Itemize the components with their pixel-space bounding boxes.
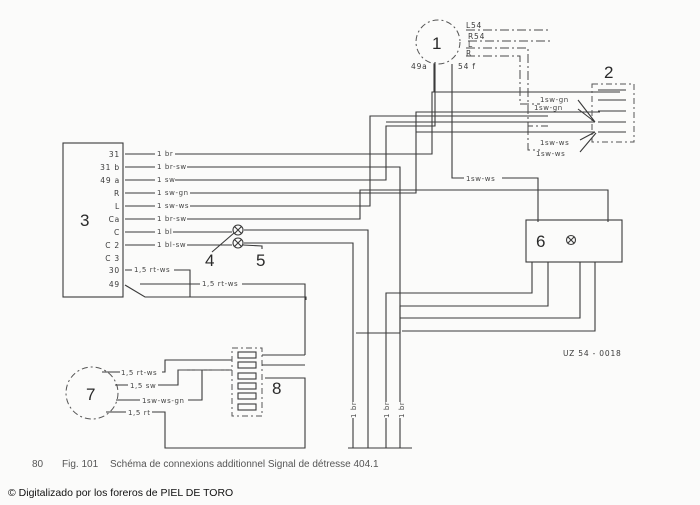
wire-sw-ws-dashed [527, 126, 540, 151]
wire-31 [125, 91, 620, 155]
wire-label-7-b: 1,5 sw [130, 382, 156, 390]
pin-ca: Ca [109, 215, 120, 224]
terminal-r: R [466, 49, 472, 58]
wire-label-2-c: 1sw-ws [540, 139, 569, 147]
component-3-wires [124, 62, 620, 448]
wire-l [125, 115, 548, 207]
wire-label-ca: 1 br-sw [157, 215, 187, 223]
component-2-leads [577, 99, 597, 153]
wire-31b [125, 166, 401, 334]
component-7-circle [65, 366, 119, 420]
wire-label-31: 1 br [157, 150, 173, 158]
component-7-wire-labels: 1,5 rt-ws 1,5 sw 1sw-ws-gn 1,5 rt [120, 367, 188, 417]
wire-49-a [124, 284, 307, 300]
component-1-number: 1 [432, 34, 441, 53]
wire-6-out-4 [402, 262, 596, 332]
figure-title: Schéma de connexions additionnel Signal … [110, 459, 379, 470]
wire-49 [140, 283, 306, 355]
pin-c: C [114, 228, 120, 237]
wire-label-2-d: 1sw-ws [536, 150, 565, 158]
wire-lamp5-out [244, 242, 354, 448]
wire-lamp4-out [244, 229, 369, 448]
component-6: 6 [525, 219, 623, 263]
terminal-r54: R54 [468, 32, 485, 41]
wire-r [125, 111, 600, 194]
wire-6-out-2 [399, 262, 549, 448]
component-1-circle [415, 19, 461, 65]
component-6-lamp-icon [567, 236, 575, 244]
wire-label-7-d: 1,5 rt [128, 409, 151, 417]
pin-31b: 31 b [100, 163, 120, 172]
pin-49: 49 [109, 280, 120, 289]
lamp-5: 5 [232, 237, 265, 270]
component-8: 8 [231, 347, 281, 417]
pin-l: L [115, 202, 120, 211]
page-number: 80 [32, 459, 44, 470]
wire-6-out-3 [400, 262, 581, 319]
component-2-number: 2 [604, 63, 613, 82]
wire-label-7-a: 1,5 rt-ws [121, 369, 157, 377]
component-6-number: 6 [536, 232, 545, 251]
pin-c3: C 3 [105, 254, 120, 263]
pin-30: 30 [109, 266, 120, 275]
wire-label-6-input: 1sw-ws [466, 175, 495, 183]
wire-6-out-1 [385, 262, 533, 448]
ground-label-3: 1 br [398, 402, 406, 418]
component-2: 2 [591, 63, 635, 143]
wire-54f [451, 64, 539, 222]
component-6-box [525, 219, 623, 263]
wire-label-c2: 1 bl-sw [157, 241, 186, 249]
figure-label: Fig. 101 [62, 459, 99, 470]
pin-c2: C 2 [105, 241, 120, 250]
lamp-4: 4 [205, 224, 244, 270]
ground-label-2: 1 br [383, 402, 391, 418]
wires-to-component-2 [386, 121, 595, 133]
wire-label-c: 1 bl [157, 228, 172, 236]
wire-r-dashed [466, 55, 540, 105]
ground-label-1: 1 br [350, 402, 358, 418]
component-3-box [62, 142, 124, 298]
wire-49a [125, 62, 436, 181]
terminal-49a: 49a [411, 62, 428, 71]
wire-label-49a: 1 sw [157, 176, 175, 184]
wire-l-dashed [466, 47, 548, 127]
wire-ca [125, 189, 609, 222]
terminal-l54: L54 [466, 21, 482, 30]
component-3-wire-labels: 1 br 1 br-sw 1 sw 1 sw-gn 1 sw-ws 1 br-s… [132, 148, 242, 288]
ground-wire-labels: 1 br 1 br 1 br [348, 402, 406, 418]
pin-31: 31 [109, 150, 120, 159]
wire-7-d [106, 377, 306, 449]
wire-label-31b: 1 br-sw [157, 163, 187, 171]
lamp-4-leader [211, 232, 235, 253]
component-8-box [231, 347, 263, 417]
terminal-54f: 54 f [458, 62, 476, 71]
reference-code: UZ 54 - 0018 [563, 349, 622, 358]
wire-label-l: 1 sw-ws [157, 202, 189, 210]
component-2-wire-labels: 1sw-gn 1sw-gn 1sw-ws 1sw-ws [534, 96, 569, 158]
component-4-number: 4 [205, 251, 214, 270]
terminal-l: L [468, 40, 473, 49]
component-7-number: 7 [86, 385, 95, 404]
pin-r: R [114, 189, 120, 198]
pin-49a: 49 a [100, 176, 120, 185]
component-5-number: 5 [256, 251, 265, 270]
wire-label-7-c: 1sw-ws-gn [142, 397, 185, 405]
component-3-number: 3 [80, 211, 89, 230]
component-3-pin-labels: 31 31 b 49 a R L Ca C C 2 C 3 30 49 [100, 150, 120, 289]
wire-label-49: 1,5 rt-ws [202, 280, 238, 288]
credit-text: © Digitalizado por los foreros de PIEL D… [8, 487, 234, 499]
component-2-box [591, 83, 635, 143]
wire-label-2-b: 1sw-gn [534, 104, 563, 112]
wire-label-r: 1 sw-gn [157, 189, 189, 197]
wire-label-30: 1,5 rt-ws [134, 266, 170, 274]
component-1: 1 L54 R54 L R 49a 54 f [411, 19, 485, 71]
component-8-number: 8 [272, 379, 281, 398]
wire-label-2-a: 1sw-gn [540, 96, 569, 104]
component-7: 7 [65, 366, 119, 420]
